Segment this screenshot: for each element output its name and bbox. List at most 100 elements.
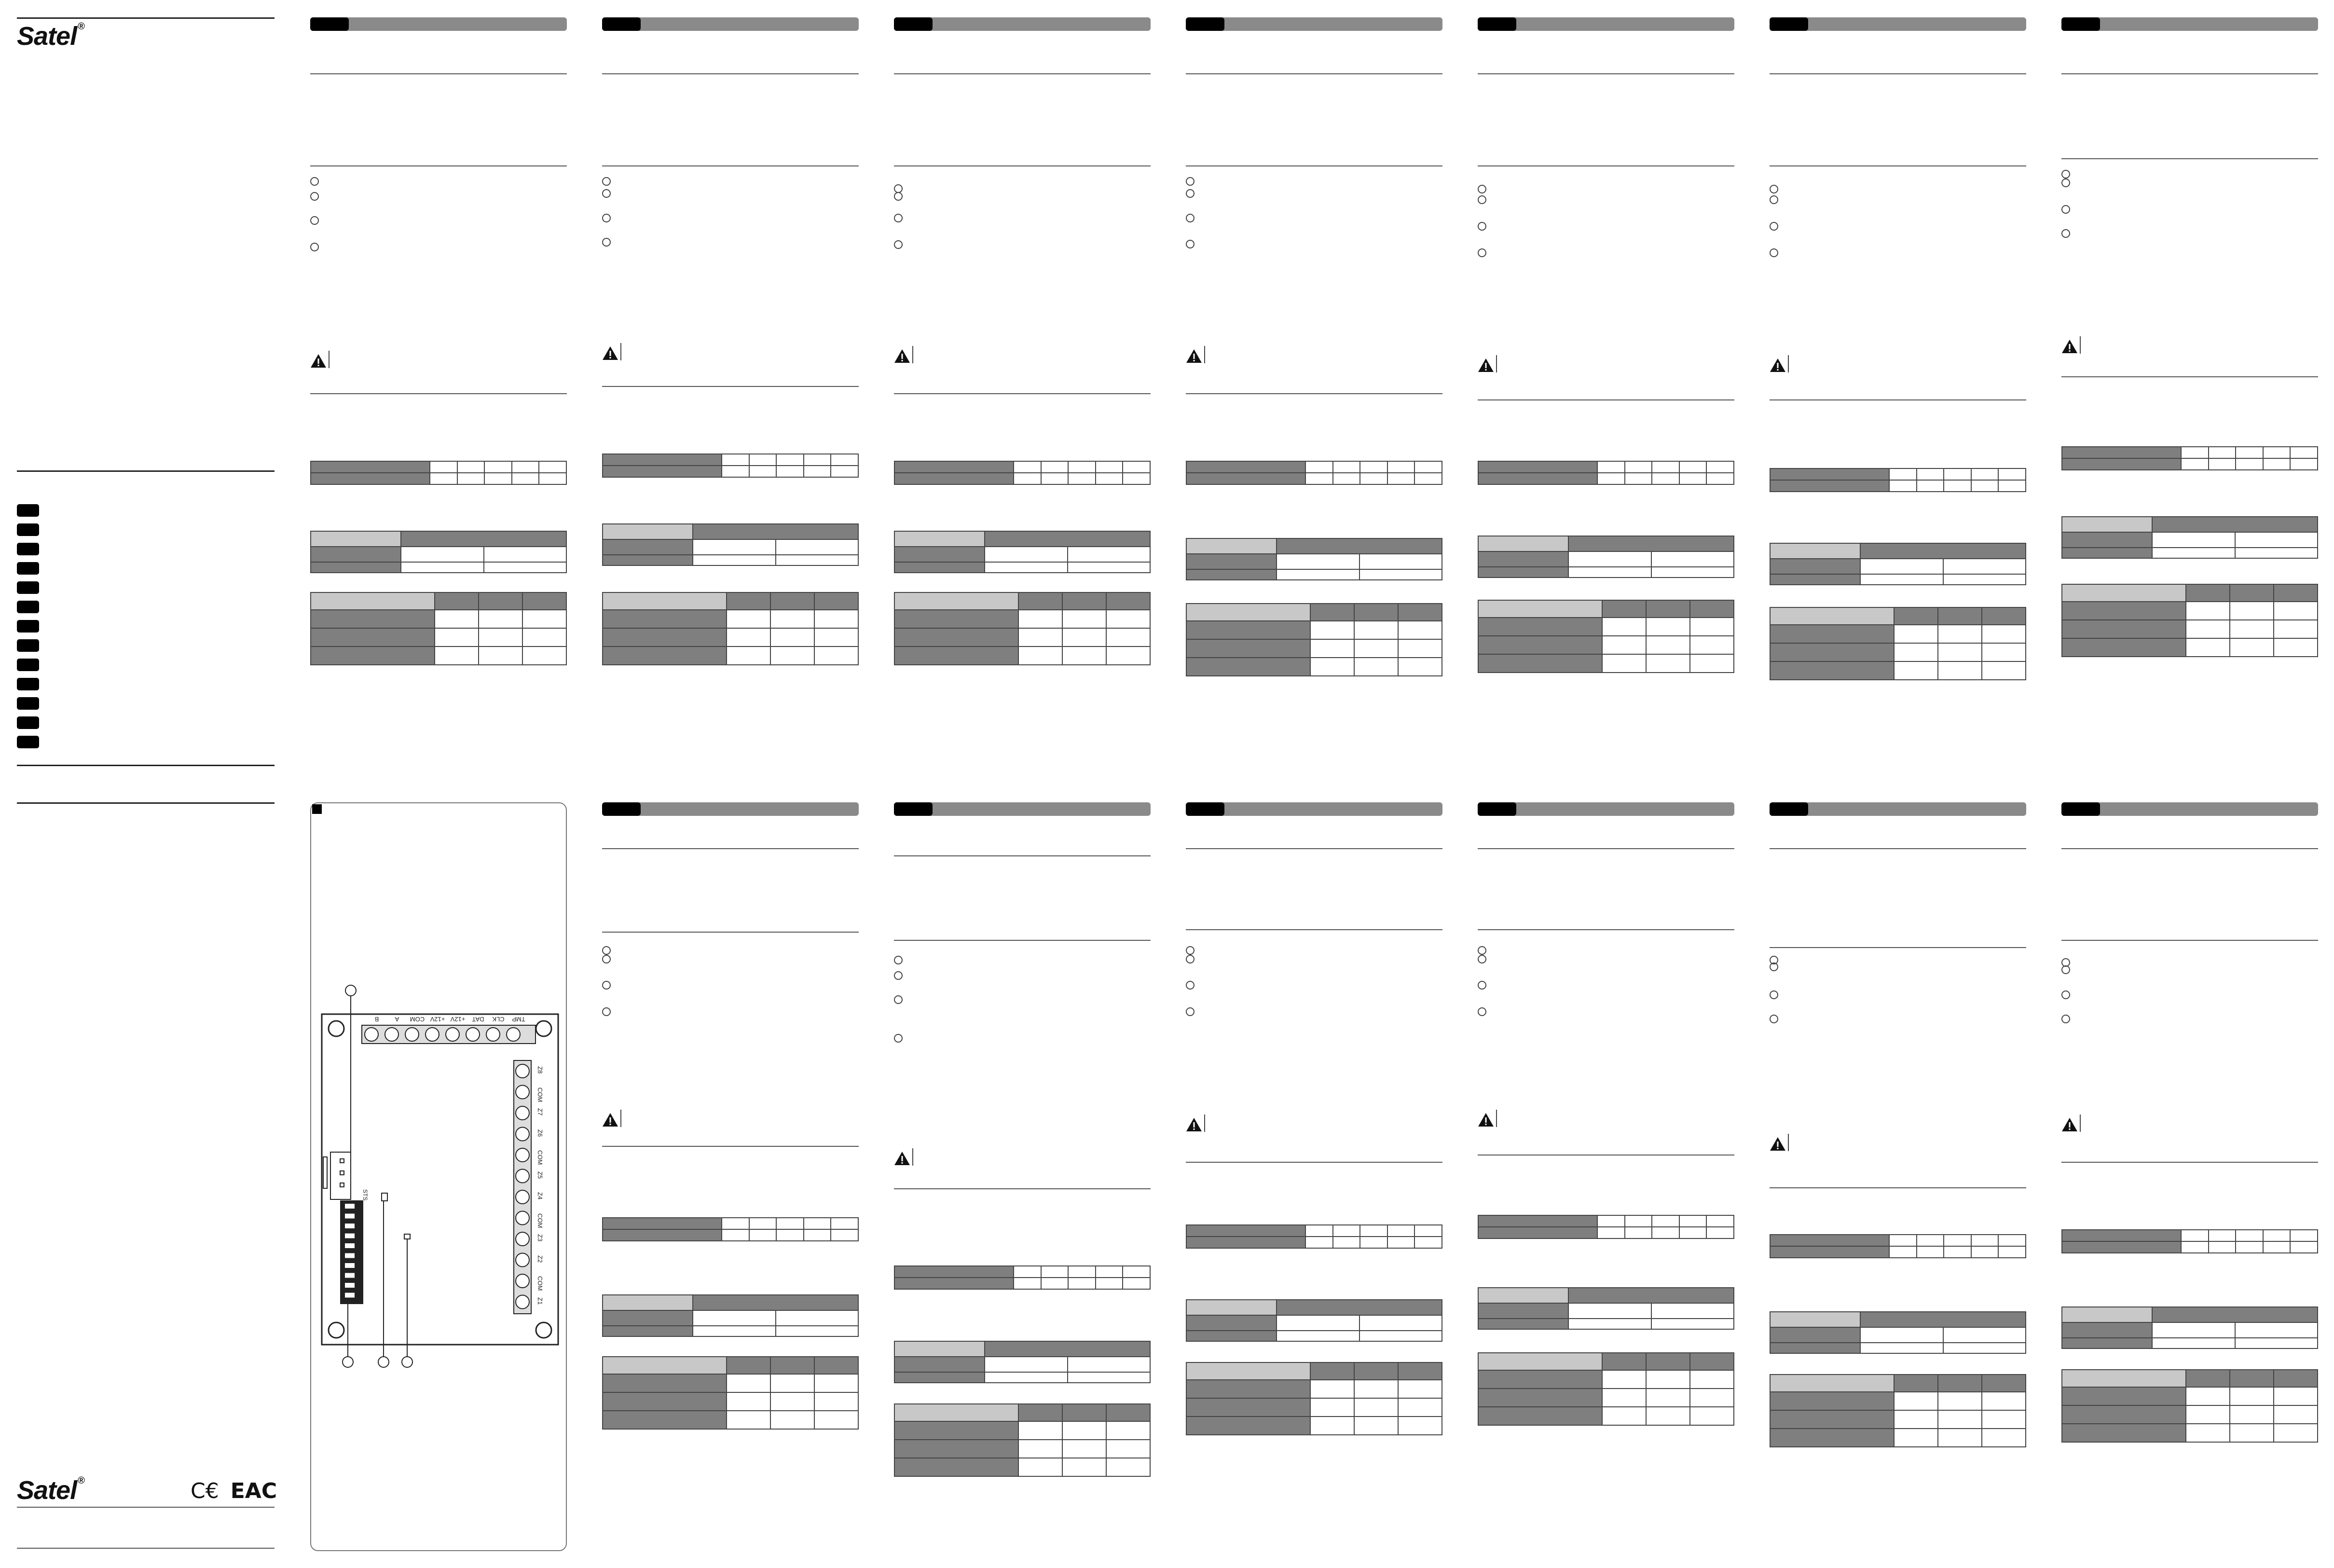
table-cell — [1689, 617, 1734, 636]
table-cell — [1013, 1265, 1042, 1278]
section-rule — [1186, 848, 1442, 849]
terminal-screw — [515, 1169, 530, 1183]
bullet-circle-icon — [1478, 195, 1486, 204]
table-cell — [1478, 461, 1598, 473]
table-cell — [2273, 584, 2318, 602]
terminal-label: TMP — [512, 1016, 525, 1023]
bullet-circle-icon — [894, 971, 903, 980]
table-cell — [2290, 1229, 2318, 1242]
table-cell — [602, 454, 722, 466]
cover-mid-rule — [17, 802, 275, 804]
table-cell — [511, 461, 540, 473]
table-cell — [1095, 472, 1124, 485]
table-cell — [775, 539, 859, 555]
table-cell — [984, 1341, 1151, 1357]
satel-logo-bottom: Satel® — [17, 1475, 85, 1505]
logo-mark: ® — [78, 21, 85, 32]
bullet-circle-icon — [602, 955, 611, 963]
table-cell — [1062, 1439, 1107, 1458]
table-cell — [1387, 1224, 1415, 1237]
table-cell — [1186, 1416, 1311, 1435]
table-cell — [1398, 620, 1442, 640]
table-cell — [1276, 1315, 1360, 1331]
dip-switch — [345, 1293, 355, 1298]
table-cell — [1597, 1226, 1625, 1239]
table-cell — [2152, 532, 2236, 548]
table-cell — [1894, 607, 1938, 625]
table-cell — [310, 609, 435, 629]
table-cell — [748, 1217, 777, 1230]
dip-switch — [345, 1263, 355, 1268]
section-rule — [602, 1146, 859, 1147]
terminal-label: +12V — [450, 1016, 466, 1023]
language-badge — [17, 581, 39, 594]
warning-icon — [894, 346, 913, 366]
table-cell — [1062, 592, 1107, 610]
spec-table — [894, 1265, 1151, 1290]
table-cell — [1122, 472, 1151, 485]
table-cell — [602, 1310, 693, 1326]
dip-switch — [345, 1253, 355, 1258]
table-cell — [1186, 657, 1311, 676]
language-header-bar — [894, 17, 1151, 31]
table-cell — [894, 461, 1014, 473]
language-header-bar — [2061, 17, 2318, 31]
table-cell — [478, 628, 523, 647]
table-cell — [1478, 1370, 1603, 1389]
table-cell — [2061, 1229, 2182, 1242]
table-cell — [1689, 1406, 1734, 1426]
dip-switch — [345, 1213, 355, 1219]
spec-table — [1186, 1362, 1442, 1435]
table-cell — [2290, 1241, 2318, 1253]
table-cell — [1040, 1265, 1069, 1278]
table-cell — [2185, 619, 2230, 639]
table-cell — [602, 592, 727, 610]
table-cell — [984, 546, 1068, 563]
section-rule — [1186, 1162, 1442, 1163]
terminal-screw — [515, 1252, 530, 1267]
table-cell — [538, 461, 567, 473]
table-cell — [1937, 1374, 1982, 1392]
table-cell — [1568, 551, 1652, 567]
table-cell — [1942, 558, 2026, 575]
table-cell — [1889, 468, 1917, 481]
spec-table — [602, 1356, 859, 1430]
table-cell — [894, 1439, 1019, 1458]
table-cell — [1943, 1234, 1972, 1247]
table-cell — [1689, 600, 1734, 618]
spec-table — [602, 454, 859, 478]
table-cell — [692, 523, 859, 540]
table-cell — [1894, 643, 1938, 662]
table-cell — [310, 472, 430, 485]
table-cell — [2229, 619, 2274, 639]
table-cell — [1354, 1416, 1399, 1435]
warning-icon — [1478, 355, 1497, 375]
table-cell — [1646, 617, 1690, 636]
spec-table — [1478, 461, 1734, 485]
table-cell — [1062, 1421, 1107, 1440]
terminal-screw — [445, 1027, 460, 1042]
table-cell — [1646, 654, 1690, 673]
table-cell — [522, 609, 567, 629]
table-cell — [1478, 1303, 1569, 1319]
terminal-label: A — [395, 1016, 399, 1023]
spec-table — [894, 531, 1151, 573]
table-cell — [1998, 1234, 2026, 1247]
table-cell — [434, 592, 479, 610]
table-cell — [1770, 1391, 1895, 1411]
table-cell — [1770, 643, 1895, 662]
table-cell — [1970, 480, 1999, 492]
table-cell — [1276, 1330, 1360, 1342]
terminal-screw — [515, 1274, 530, 1288]
table-cell — [770, 609, 815, 629]
table-cell — [2273, 638, 2318, 657]
table-cell — [310, 546, 401, 563]
spec-table — [602, 1217, 859, 1241]
language-code-badge — [602, 802, 641, 816]
table-cell — [1937, 1410, 1982, 1429]
terminal-label: Z8 — [536, 1066, 544, 1074]
table-cell — [2273, 1369, 2318, 1388]
table-cell — [2061, 1322, 2153, 1338]
table-cell — [1770, 1327, 1861, 1343]
